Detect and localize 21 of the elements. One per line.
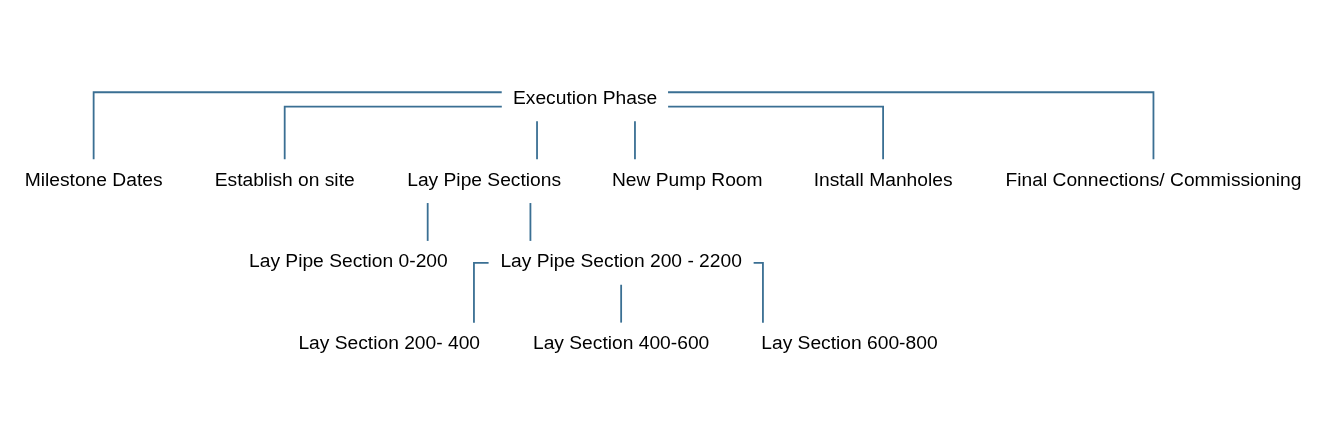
node-text: Establish on site (214, 168, 355, 190)
node-text: Final Connections/ Commissioning (1005, 168, 1302, 190)
node-text: New Pump Room (611, 168, 763, 190)
connector (529, 201, 532, 242)
connector (283, 105, 503, 160)
node-text: Lay Section 200- 400 (298, 331, 481, 353)
node-text: Lay Section 400-600 (532, 331, 710, 353)
node-text: Lay Pipe Sections (407, 168, 562, 190)
connector (620, 283, 623, 323)
node-text: Milestone Dates (24, 168, 163, 190)
node-text: Lay Section 600-800 (761, 331, 938, 353)
node-text: Install Manholes (813, 168, 953, 190)
connector (536, 119, 538, 160)
connector (667, 105, 884, 160)
node-text: Lay Pipe Section 200 - 2200 (500, 249, 742, 271)
node-text: Lay Pipe Section 0-200 (249, 249, 448, 271)
node-text: Execution Phase (512, 86, 658, 108)
connector (92, 90, 503, 160)
connector (667, 90, 1155, 160)
connector (634, 119, 636, 160)
connector (426, 201, 429, 242)
